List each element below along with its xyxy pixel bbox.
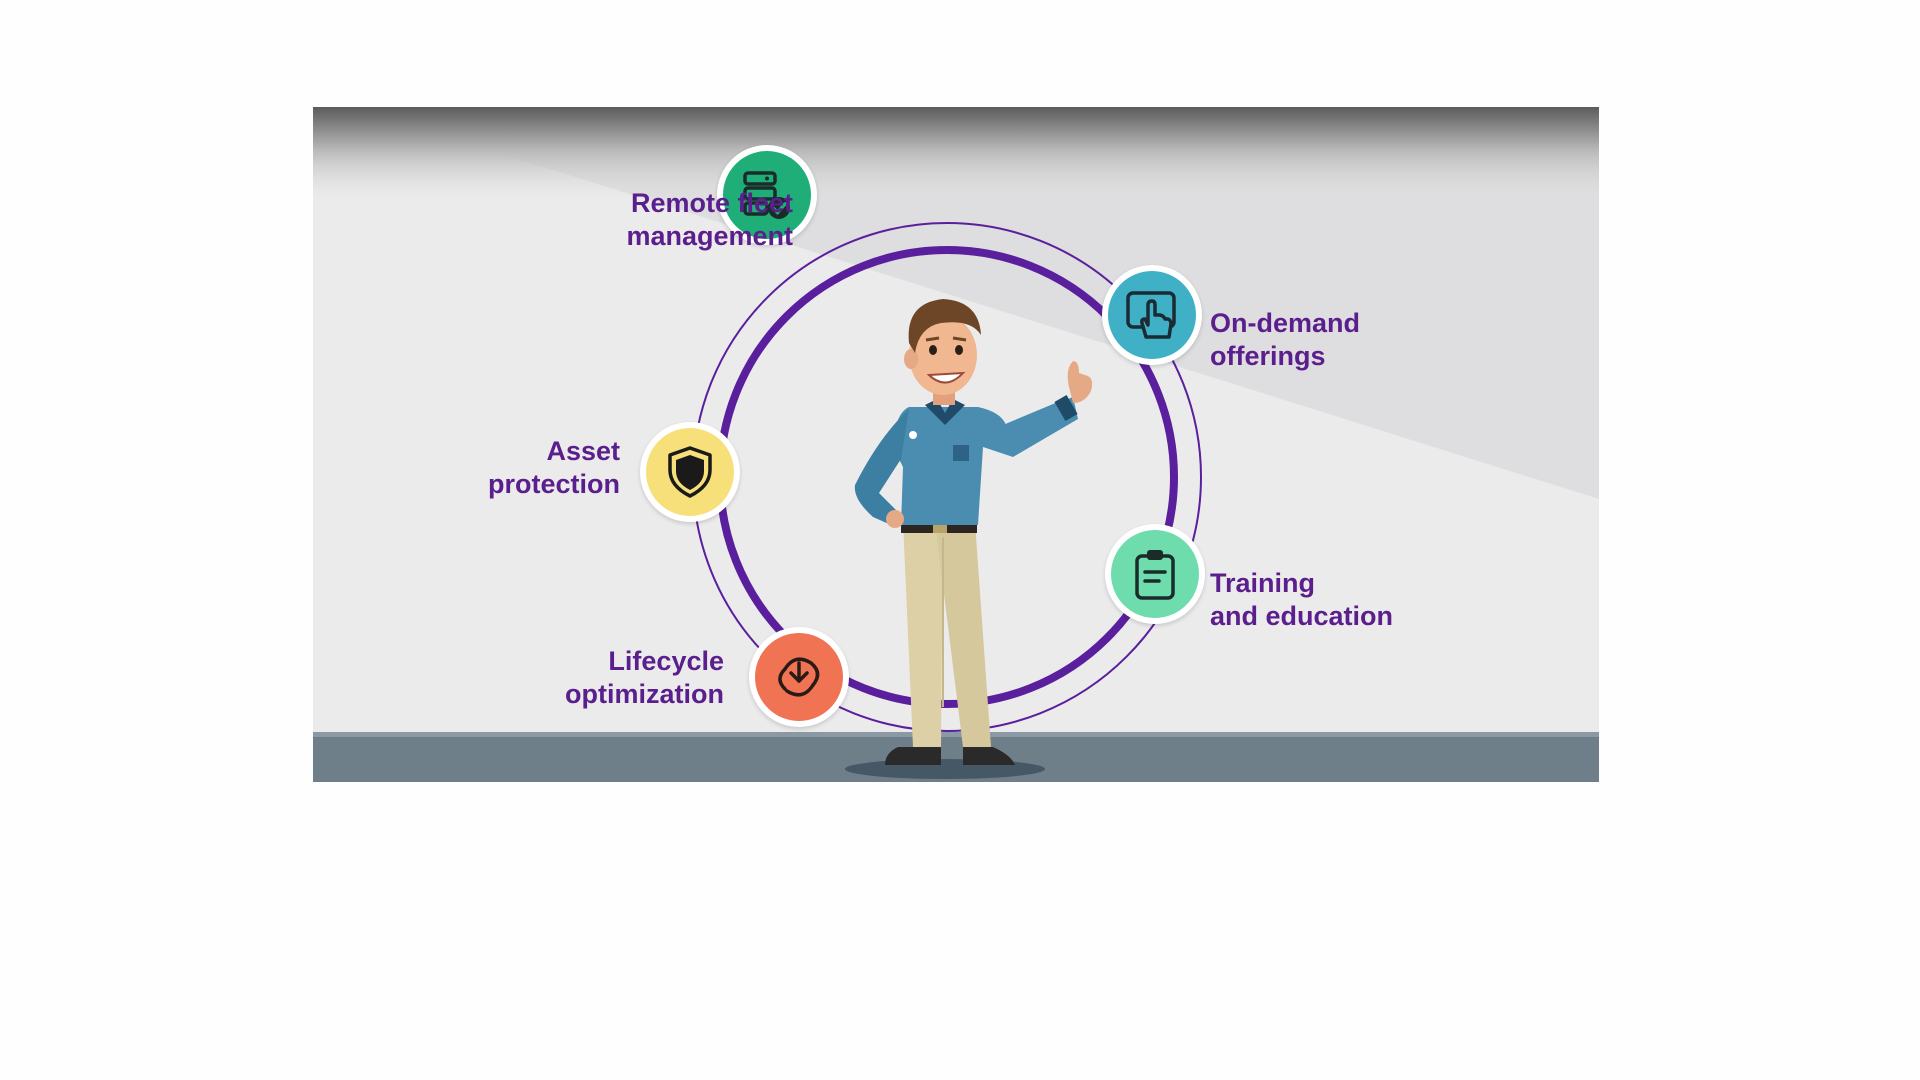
asset-protection-node xyxy=(640,422,740,522)
ceiling-shade xyxy=(313,107,1599,202)
server-check-icon xyxy=(743,171,790,219)
lifecycle-optimization-node xyxy=(749,627,849,727)
clipboard-icon xyxy=(1135,550,1175,600)
lifecycle-optimization-label: Lifecycle optimization xyxy=(565,646,724,709)
touch-screen-icon xyxy=(1126,291,1176,339)
on-demand-offerings-node xyxy=(1102,265,1202,365)
cycle-arrows-icon xyxy=(778,657,820,697)
remote-fleet-management-node xyxy=(717,145,817,245)
on-demand-offerings-label: On-demand offerings xyxy=(1210,308,1361,371)
remote-fleet-management-label: Remote fleet management xyxy=(626,188,793,251)
wall-shadow xyxy=(353,107,1599,499)
person-illustration xyxy=(854,299,1093,765)
asset-protection-label: Asset protection xyxy=(488,436,620,499)
background xyxy=(313,107,1599,782)
training-and-education-label: Training and education xyxy=(1210,568,1394,631)
shield-icon xyxy=(668,446,712,498)
illustration-frame: Remote fleet management On-demand offeri… xyxy=(313,107,1599,782)
training-and-education-node xyxy=(1105,524,1205,624)
